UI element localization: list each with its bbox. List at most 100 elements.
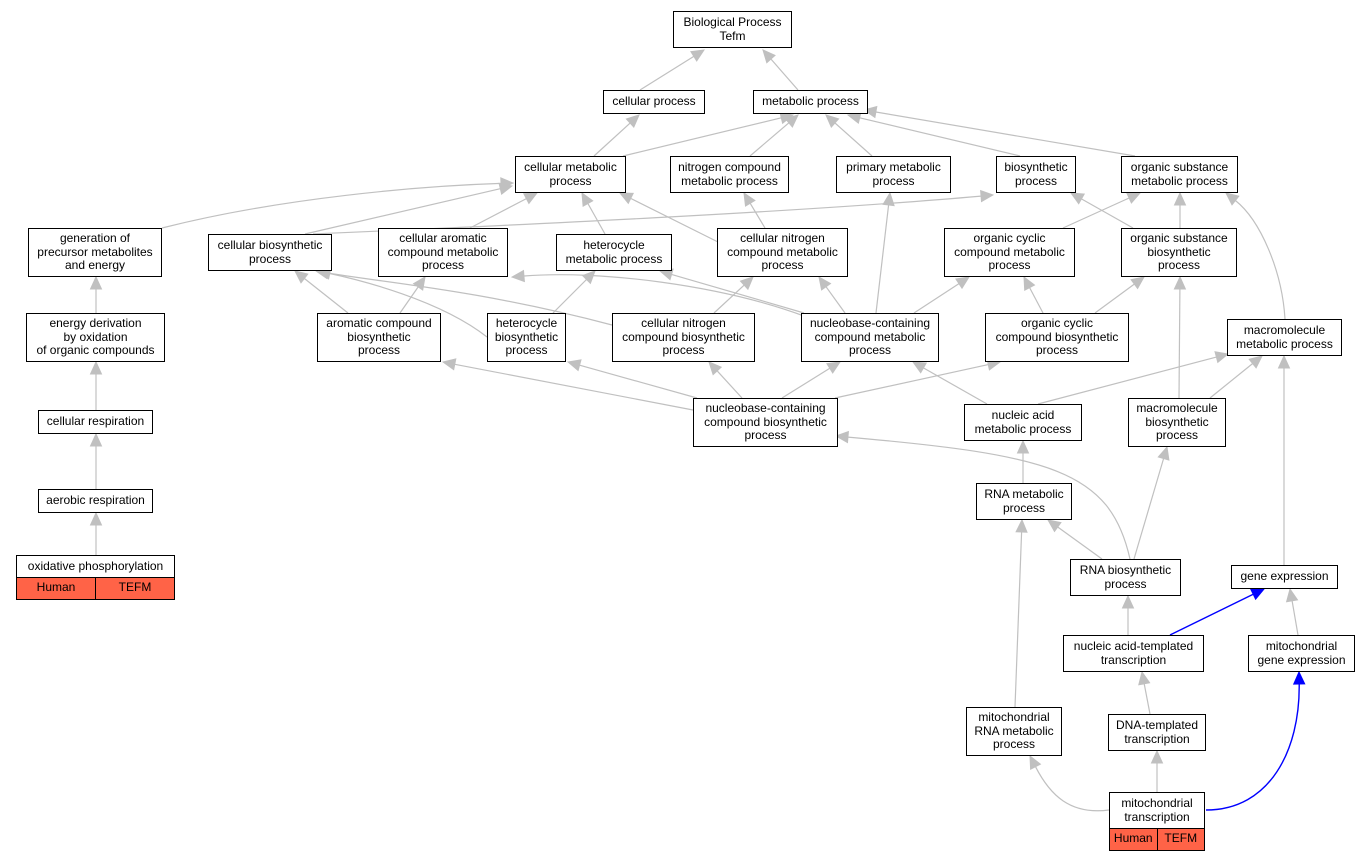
- edge-arrowhead: [911, 361, 928, 374]
- edge-line: [913, 283, 960, 314]
- edge-line: [875, 204, 890, 314]
- node-aromatic-compound-biosynthetic-process[interactable]: aromatic compound biosynthetic process: [317, 313, 441, 362]
- edge-arrowhead: [1225, 192, 1240, 206]
- edge-line: [587, 203, 606, 235]
- node-generation-of-precursor-metabolites[interactable]: generation of precursor metabolites and …: [28, 228, 162, 277]
- tag-organism: Human: [17, 578, 95, 599]
- edge-line: [1133, 458, 1165, 560]
- edge-arrowhead: [89, 275, 103, 290]
- edge-line: [1014, 531, 1023, 708]
- edge-line: [622, 117, 782, 157]
- edge-arrowhead: [1173, 275, 1187, 290]
- edge-arrowhead: [89, 432, 103, 447]
- node-mitochondrial-rna-metabolic-process[interactable]: mitochondrial RNA metabolic process: [966, 707, 1062, 756]
- node-organic-cyclic-compound-biosynthetic-process[interactable]: organic cyclic compound biosynthetic pro…: [985, 313, 1129, 362]
- edge-arrowhead: [708, 361, 723, 376]
- node-gene-expression[interactable]: gene expression: [1231, 565, 1338, 589]
- node-metabolic-process[interactable]: metabolic process: [753, 90, 868, 114]
- node-organic-substance-biosynthetic-process[interactable]: organic substance biosynthetic process: [1121, 228, 1237, 277]
- edge-line: [630, 197, 719, 243]
- edge-arrowhead: [739, 276, 754, 291]
- edge-arrowhead: [1047, 519, 1062, 533]
- edge-line: [454, 363, 694, 411]
- node-cellular-respiration[interactable]: cellular respiration: [38, 410, 153, 434]
- edge-line: [399, 286, 419, 314]
- node-primary-metabolic-process[interactable]: primary metabolic process: [836, 156, 951, 193]
- edge-arrowhead: [1023, 275, 1036, 292]
- edge-arrowhead: [1126, 192, 1142, 204]
- edge-line: [1029, 287, 1044, 314]
- edge-layer: [89, 49, 1306, 812]
- edge-arrowhead: [581, 270, 596, 285]
- edge-line: [1081, 198, 1134, 229]
- node-rna-biosynthetic-process[interactable]: RNA biosynthetic process: [1070, 559, 1181, 596]
- tag-row-oxidative-phosphorylation: Human TEFM: [16, 578, 175, 600]
- node-cellular-biosynthetic-process[interactable]: cellular biosynthetic process: [208, 234, 332, 271]
- node-nucleic-acid-templated-transcription[interactable]: nucleic acid-templated transcription: [1063, 635, 1204, 672]
- node-cellular-nitrogen-compound-metabolic-process[interactable]: cellular nitrogen compound metabolic pro…: [717, 228, 848, 277]
- node-cellular-nitrogen-compound-biosynthetic-process[interactable]: cellular nitrogen compound biosynthetic …: [612, 313, 755, 362]
- edge-arrowhead: [743, 191, 756, 207]
- node-mitochondrial-transcription[interactable]: mitochondrial transcription: [1109, 792, 1205, 829]
- node-dna-templated-transcription[interactable]: DNA-templated transcription: [1108, 714, 1206, 751]
- node-nitrogen-compound-metabolic-process[interactable]: nitrogen compound metabolic process: [670, 156, 789, 193]
- edge-arrowhead: [294, 270, 309, 284]
- node-cellular-aromatic-compound-metabolic-process[interactable]: cellular aromatic compound metabolic pro…: [378, 228, 508, 277]
- edge-line: [1143, 683, 1151, 715]
- edge-line: [304, 188, 501, 235]
- edge-arrowhead: [412, 276, 426, 291]
- edge-arrowhead: [1173, 191, 1187, 206]
- node-nucleobase-containing-compound-metabolic-process[interactable]: nucleobase-containing compound metabolic…: [801, 313, 939, 362]
- edge-arrowhead: [1130, 276, 1145, 290]
- edge-line: [327, 272, 613, 326]
- edge-arrowhead: [89, 360, 103, 375]
- edge-line: [834, 122, 873, 157]
- edge-arrowhead: [882, 191, 895, 207]
- edge-arrowhead: [1292, 670, 1306, 685]
- edge-line: [161, 182, 502, 229]
- edge-arrowhead: [818, 276, 832, 291]
- edge-arrowhead: [1248, 355, 1263, 369]
- edge-line: [469, 198, 527, 229]
- node-biosynthetic-process[interactable]: biosynthetic process: [996, 156, 1076, 193]
- edge-line: [1291, 600, 1299, 636]
- edge-arrowhead: [955, 276, 971, 290]
- edge-arrowhead: [1016, 439, 1030, 454]
- node-nucleobase-containing-compound-biosynthetic-process[interactable]: nucleobase-containing compound biosynthe…: [693, 398, 838, 447]
- node-aerobic-respiration[interactable]: aerobic respiration: [38, 489, 153, 513]
- edge-line: [875, 111, 1136, 157]
- node-heterocycle-metabolic-process[interactable]: heterocycle metabolic process: [556, 234, 672, 271]
- edge-arrowhead: [1138, 670, 1151, 686]
- edge-line: [825, 286, 846, 314]
- node-biological-process-tefm[interactable]: Biological Process Tefm: [673, 11, 792, 48]
- edge-arrowhead: [1250, 588, 1266, 601]
- edge-line: [1209, 363, 1254, 399]
- node-energy-derivation-by-oxidation[interactable]: energy derivation by oxidation of organi…: [26, 313, 165, 362]
- node-oxidative-phosphorylation[interactable]: oxidative phosphorylation: [16, 555, 175, 578]
- node-organic-cyclic-compound-metabolic-process[interactable]: organic cyclic compound metabolic proces…: [944, 228, 1075, 277]
- edge-line: [523, 274, 805, 317]
- edge-arrowhead: [1015, 518, 1028, 533]
- node-cellular-metabolic-process[interactable]: cellular metabolic process: [515, 156, 626, 193]
- edge-arrowhead: [441, 358, 457, 371]
- node-cellular-process[interactable]: cellular process: [603, 90, 705, 114]
- node-nucleic-acid-metabolic-process[interactable]: nucleic acid metabolic process: [964, 404, 1082, 441]
- node-macromolecule-biosynthetic-process[interactable]: macromolecule biosynthetic process: [1128, 398, 1226, 447]
- edge-line: [579, 364, 698, 399]
- edge-line: [1057, 526, 1103, 560]
- edge-arrowhead: [1121, 594, 1135, 609]
- node-organic-substance-metabolic-process[interactable]: organic substance metabolic process: [1121, 156, 1238, 193]
- edge-arrowhead: [1285, 587, 1299, 603]
- edge-arrowhead: [581, 191, 594, 208]
- edge-line: [923, 367, 988, 405]
- node-heterocycle-biosynthetic-process[interactable]: heterocycle biosynthetic process: [487, 313, 566, 362]
- edge-line: [1034, 766, 1110, 812]
- edge-line: [639, 55, 695, 91]
- node-mitochondrial-gene-expression[interactable]: mitochondrial gene expression: [1248, 635, 1355, 672]
- node-macromolecule-metabolic-process[interactable]: macromolecule metabolic process: [1227, 319, 1342, 356]
- edge-arrowhead: [1157, 445, 1170, 461]
- edge-arrowhead: [784, 114, 799, 128]
- edge-line: [713, 284, 745, 314]
- edge-arrowhead: [1069, 192, 1086, 205]
- node-rna-metabolic-process[interactable]: RNA metabolic process: [976, 483, 1072, 520]
